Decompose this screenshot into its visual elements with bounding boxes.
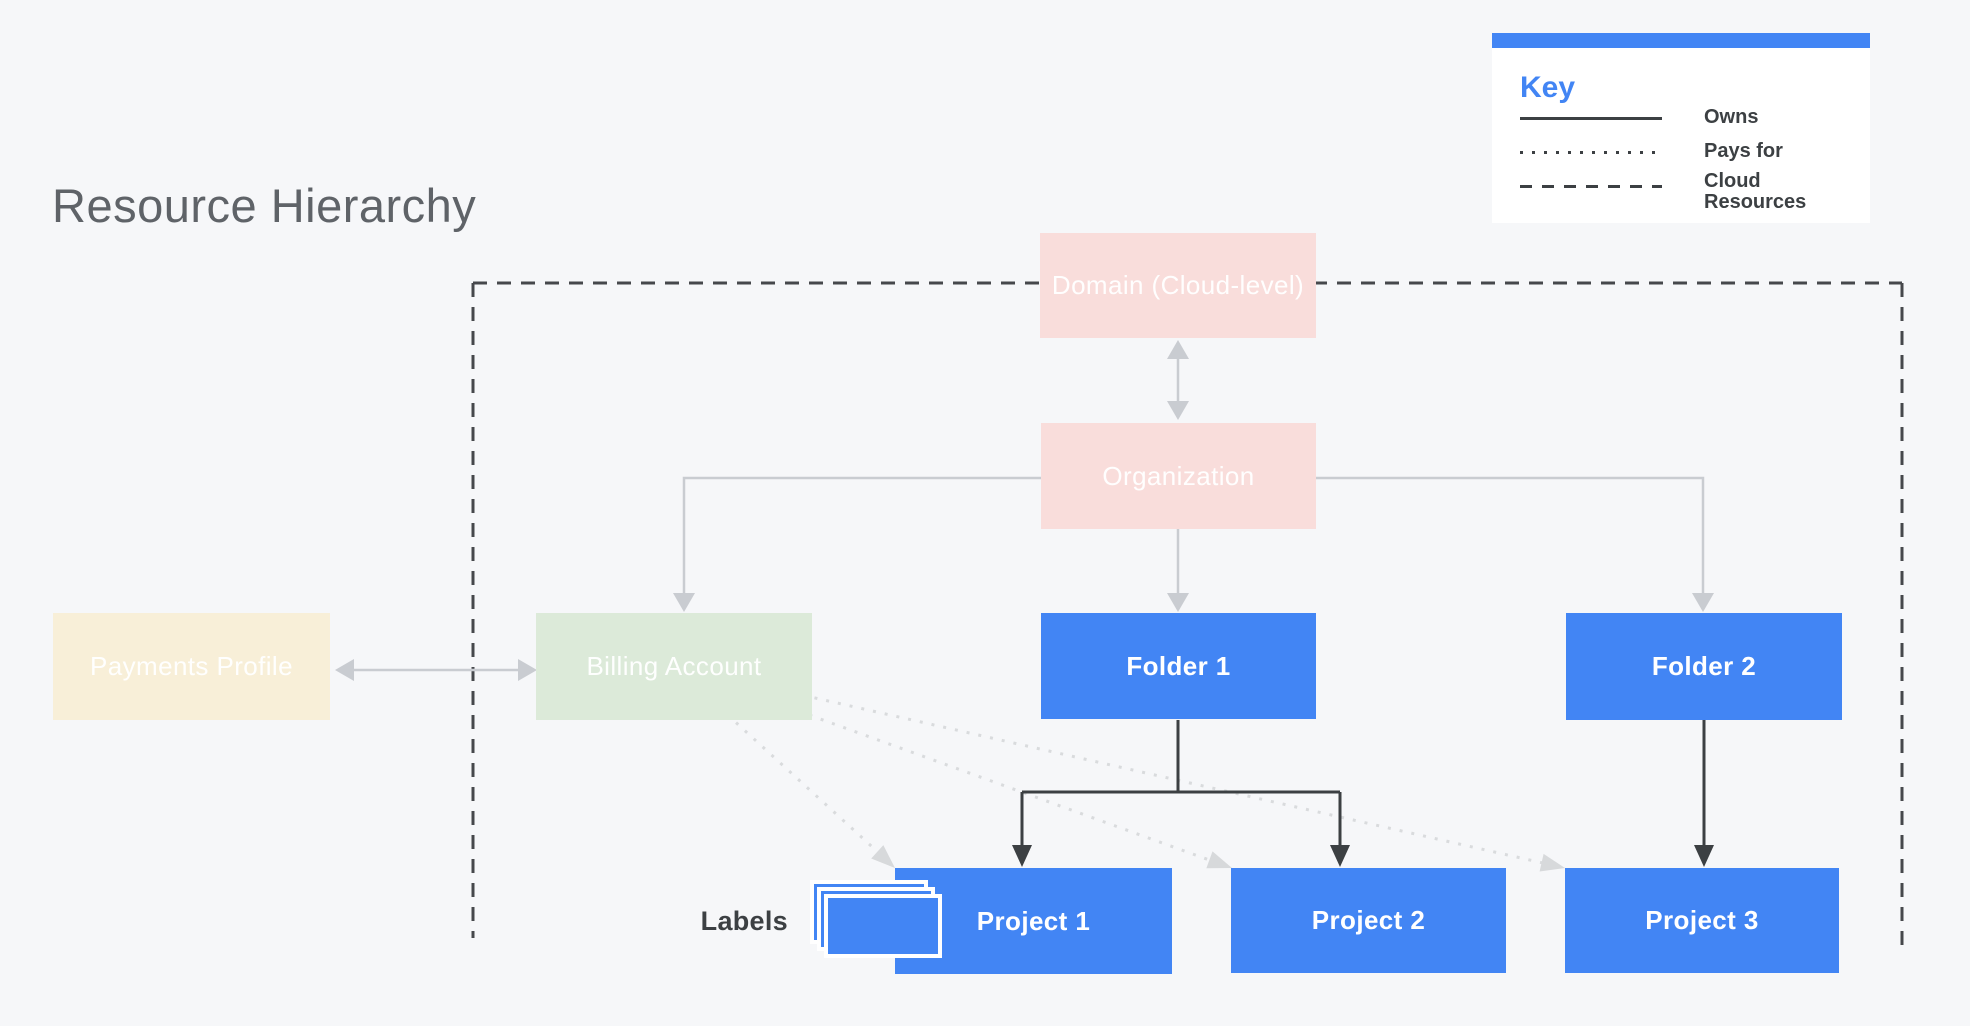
node-folder-2-label: Folder 2 bbox=[1651, 651, 1757, 681]
legend-owns-label: Owns bbox=[1704, 106, 1759, 128]
legend-cloud-resources-label: Cloud Resources bbox=[1704, 170, 1807, 213]
organization-connector-lines bbox=[347, 350, 1705, 672]
legend-top-bar bbox=[1492, 33, 1870, 48]
legend-cloud-resources-line-sample bbox=[1520, 185, 1662, 188]
cloud-boundary-dashed-line bbox=[471, 281, 1904, 950]
pays-for-dotted-lines bbox=[672, 664, 1544, 865]
node-organization-label: Organization bbox=[1102, 460, 1255, 491]
page-title: Resource Hierarchy bbox=[52, 179, 477, 232]
gray-arrowheads bbox=[335, 340, 1714, 681]
node-project-1-label: Project 1 bbox=[976, 905, 1091, 936]
labels-caption: Labels bbox=[700, 906, 788, 936]
node-project-3: Project 3 bbox=[1565, 868, 1839, 973]
node-project-3-label: Project 3 bbox=[1645, 905, 1759, 935]
node-folder-1: Folder 1 bbox=[1041, 613, 1316, 719]
folder-owns-lines bbox=[1020, 720, 1706, 849]
legend-key-box: Key Owns Pays for Cloud Resources bbox=[1492, 33, 1870, 223]
label-card bbox=[824, 894, 942, 958]
labels-icon bbox=[810, 880, 970, 972]
legend-title: Key bbox=[1520, 71, 1576, 104]
node-folder-2: Folder 2 bbox=[1566, 613, 1842, 720]
node-project-2: Project 2 bbox=[1231, 868, 1506, 973]
legend-pays-for-label: Pays for bbox=[1704, 140, 1783, 162]
dark-arrowheads bbox=[1012, 845, 1714, 867]
pays-for-arrowheads bbox=[871, 845, 1565, 872]
node-folder-1-label: Folder 1 bbox=[1126, 650, 1231, 681]
legend-pays-for-line-sample bbox=[1520, 151, 1662, 154]
node-payments-profile-label: Payments Profile bbox=[90, 651, 293, 681]
node-domain-label: Domain (Cloud-level) bbox=[1051, 270, 1305, 300]
node-organization: Organization bbox=[1041, 423, 1316, 529]
node-payments-profile: Payments Profile bbox=[53, 613, 330, 720]
node-billing-account: Billing Account bbox=[536, 613, 812, 720]
legend-owns-line-sample bbox=[1520, 117, 1662, 120]
node-domain: Domain (Cloud-level) bbox=[1040, 233, 1316, 338]
node-billing-account-label: Billing Account bbox=[586, 651, 762, 681]
node-project-2-label: Project 2 bbox=[1311, 905, 1426, 935]
